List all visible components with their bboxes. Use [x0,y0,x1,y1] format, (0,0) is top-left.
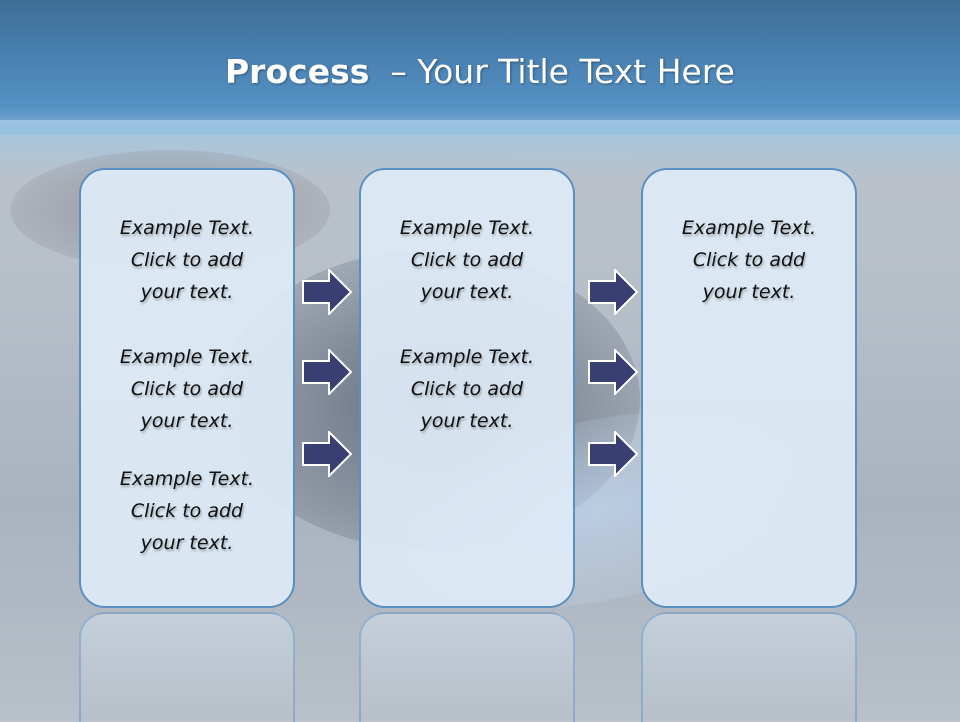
process-box-2[interactable]: Example Text. Click to add your text. Ex… [359,168,575,608]
text-placeholder[interactable]: Example Text. Click to add your text. [119,217,255,303]
text-placeholder[interactable]: Example Text. Click to add your text. [399,217,535,303]
right-arrow-icon[interactable] [302,431,352,477]
box-reflection [641,612,857,722]
text-placeholder[interactable]: Example Text. Click to add your text. [119,468,255,554]
box-reflection [359,612,575,722]
box-reflection [79,612,295,722]
right-arrow-icon[interactable] [588,349,638,395]
title-rest: – Your Title Text Here [369,52,735,91]
right-arrow-icon[interactable] [302,349,352,395]
right-arrow-icon[interactable] [302,269,352,315]
process-box-3[interactable]: Example Text. Click to add your text. [641,168,857,608]
text-placeholder[interactable]: Example Text. Click to add your text. [399,346,535,432]
process-box-1[interactable]: Example Text. Click to add your text. Ex… [79,168,295,608]
text-placeholder[interactable]: Example Text. Click to add your text. [681,217,817,303]
text-placeholder[interactable]: Example Text. Click to add your text. [119,346,255,432]
right-arrow-icon[interactable] [588,269,638,315]
title-bold: Process [225,52,370,91]
right-arrow-icon[interactable] [588,431,638,477]
header-band [0,0,960,135]
slide-title[interactable]: Process – Your Title Text Here [0,52,960,91]
